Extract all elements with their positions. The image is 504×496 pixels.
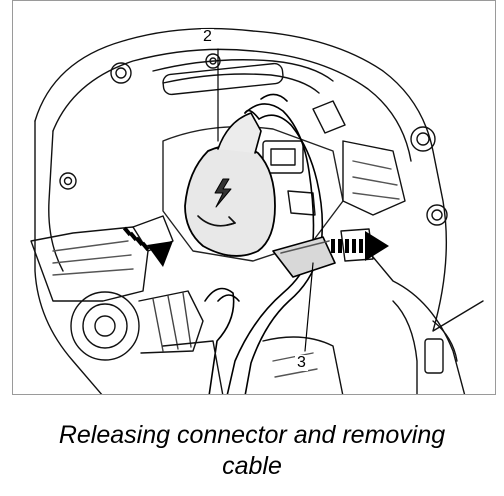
callout-3-label: 3 xyxy=(295,354,308,371)
dashed-arrow-icon xyxy=(122,226,173,267)
housing-outline-inner xyxy=(52,48,412,162)
housing-outline xyxy=(34,27,484,332)
callout-3-leader xyxy=(304,262,314,352)
caption-line-1: Releasing connector and removing xyxy=(58,421,446,449)
bolt-right-upper xyxy=(410,126,436,152)
technical-illustration: 2 3 xyxy=(12,0,496,395)
cable-harness xyxy=(204,93,336,394)
electrical-connector xyxy=(184,112,276,257)
figure-caption: Releasing connector and removing cable xyxy=(0,420,504,482)
bolt-top-mid xyxy=(205,53,221,69)
illustration-drawing xyxy=(30,27,484,394)
motor-unit xyxy=(70,290,204,361)
callout-2-label: 2 xyxy=(201,28,214,45)
dashed-arrow-icon xyxy=(331,231,389,261)
caption-line-2: cable xyxy=(222,452,282,480)
bolt-top-left xyxy=(110,62,132,84)
bolt-right-lower xyxy=(426,204,448,226)
lightning-bolt-icon xyxy=(214,178,232,208)
bolt-left-mid xyxy=(59,172,77,190)
